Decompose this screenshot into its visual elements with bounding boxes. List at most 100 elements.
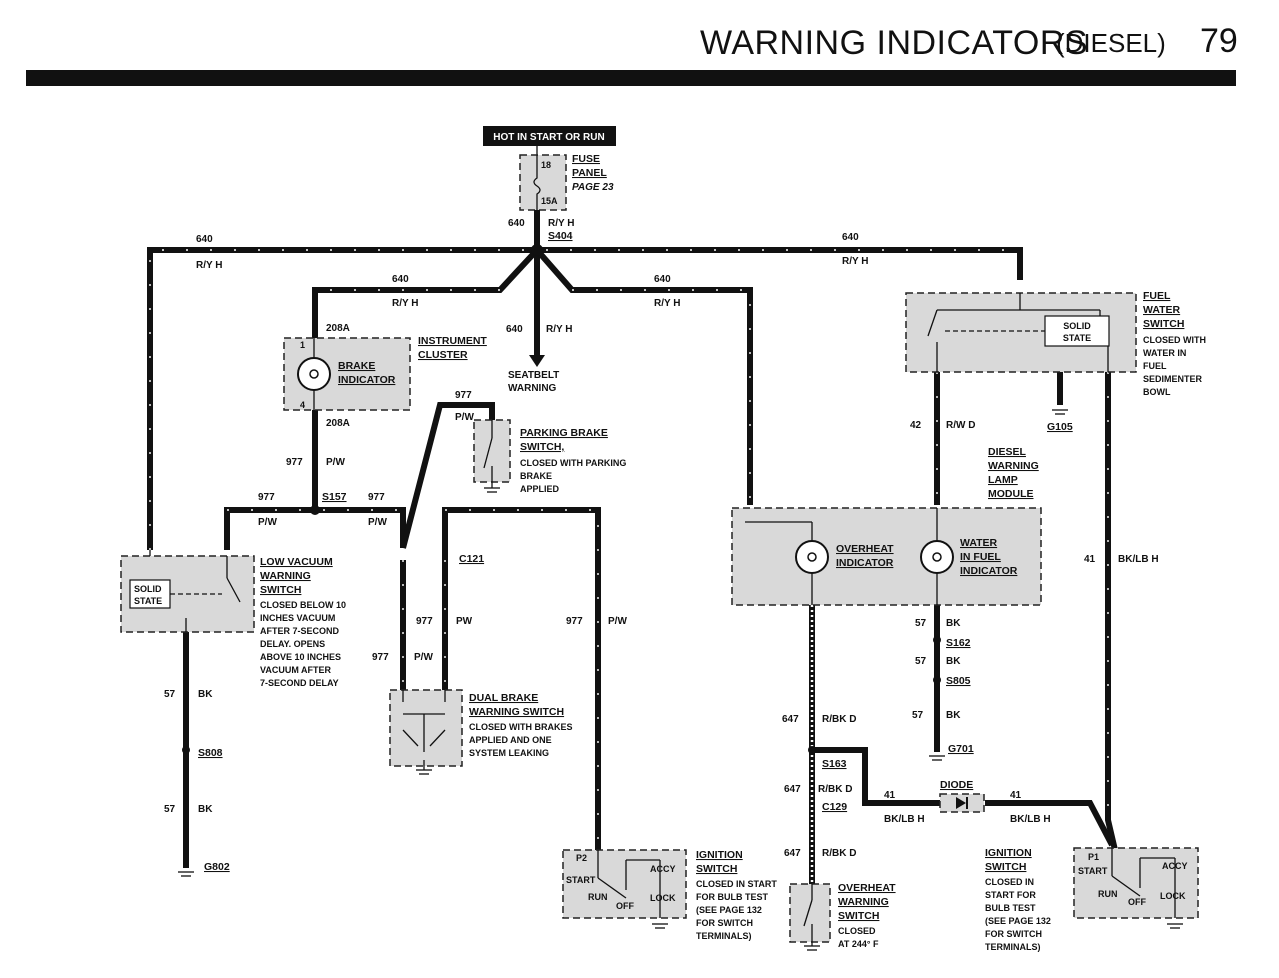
svg-text:BULB TEST: BULB TEST xyxy=(985,903,1036,913)
svg-text:640: 640 xyxy=(842,232,859,243)
svg-text:OVERHEAT: OVERHEAT xyxy=(838,882,896,894)
svg-text:START: START xyxy=(1078,866,1108,876)
svg-text:WATER: WATER xyxy=(960,537,998,549)
svg-text:FUEL: FUEL xyxy=(1143,290,1171,302)
svg-text:TERMINALS): TERMINALS) xyxy=(696,931,752,941)
svg-text:BK/LB H: BK/LB H xyxy=(884,814,925,825)
svg-text:IN FUEL: IN FUEL xyxy=(960,551,1001,563)
svg-text:CLUSTER: CLUSTER xyxy=(418,349,468,361)
svg-text:640: 640 xyxy=(508,218,525,229)
svg-text:208A: 208A xyxy=(326,323,350,334)
svg-text:57: 57 xyxy=(912,710,924,721)
svg-text:BRAKE: BRAKE xyxy=(338,360,375,372)
svg-text:LOW VACUUM: LOW VACUUM xyxy=(260,556,333,568)
diesel-warning-lamp-module: DIESEL WARNING LAMP MODULE OVERHEAT INDI… xyxy=(731,446,1042,606)
splice-s163 xyxy=(808,746,816,754)
svg-text:WATER IN: WATER IN xyxy=(1143,348,1186,358)
svg-text:DUAL BRAKE: DUAL BRAKE xyxy=(469,692,538,704)
svg-text:R/BK D: R/BK D xyxy=(822,714,856,725)
svg-text:C129: C129 xyxy=(822,801,847,813)
seatbelt-label-2: WARNING xyxy=(508,383,557,394)
svg-text:STATE: STATE xyxy=(1063,333,1091,343)
svg-text:P1: P1 xyxy=(1088,852,1099,862)
svg-text:G701: G701 xyxy=(948,743,974,755)
svg-text:S805: S805 xyxy=(946,675,971,687)
svg-text:SEDIMENTER: SEDIMENTER xyxy=(1143,374,1203,384)
svg-text:C121: C121 xyxy=(459,553,484,565)
page-subtitle: (DIESEL) xyxy=(1056,28,1166,58)
svg-text:G802: G802 xyxy=(204,861,230,873)
svg-text:647: 647 xyxy=(784,848,801,859)
svg-text:BK: BK xyxy=(946,710,961,721)
svg-text:FOR BULB TEST: FOR BULB TEST xyxy=(696,892,768,902)
svg-text:TERMINALS): TERMINALS) xyxy=(985,942,1041,952)
page-title: WARNING INDICATORS xyxy=(700,24,1088,62)
svg-text:DIODE: DIODE xyxy=(940,779,973,791)
svg-text:OFF: OFF xyxy=(616,901,634,911)
seatbelt-arrow xyxy=(529,355,545,367)
svg-text:S163: S163 xyxy=(822,758,847,770)
svg-text:FOR SWITCH: FOR SWITCH xyxy=(985,929,1042,939)
svg-text:P/W: P/W xyxy=(326,457,345,468)
svg-text:P/W: P/W xyxy=(608,616,627,627)
svg-text:208A: 208A xyxy=(326,418,350,429)
svg-text:57: 57 xyxy=(164,804,176,815)
svg-text:WARNING: WARNING xyxy=(838,896,889,908)
svg-text:57: 57 xyxy=(915,618,927,629)
svg-text:57: 57 xyxy=(915,656,927,667)
svg-text:IGNITION: IGNITION xyxy=(985,847,1032,859)
brake-indicator-component: 1 4 BRAKE INDICATOR INSTRUMENT CLUSTER xyxy=(283,335,487,411)
svg-text:SWITCH: SWITCH xyxy=(838,910,879,922)
svg-text:START: START xyxy=(566,875,596,885)
svg-text:SYSTEM LEAKING: SYSTEM LEAKING xyxy=(469,748,549,758)
svg-text:WARNING: WARNING xyxy=(260,570,311,582)
svg-text:977: 977 xyxy=(566,616,583,627)
fuel-water-switch: SOLID STATE G105 FUEL WATER SWITCH CLOSE… xyxy=(905,290,1206,433)
ground-g802: G802 xyxy=(178,861,230,877)
svg-text:R/Y H: R/Y H xyxy=(654,298,681,309)
svg-text:42: 42 xyxy=(910,420,922,431)
ignition-switch-p2: P2 START RUN OFF ACCY LOCK IGNITION SWIT… xyxy=(562,849,777,941)
svg-text:CLOSED: CLOSED xyxy=(838,926,876,936)
svg-text:BK: BK xyxy=(946,656,961,667)
svg-text:41: 41 xyxy=(1010,790,1022,801)
svg-text:INDICATOR: INDICATOR xyxy=(960,565,1018,577)
svg-text:IGNITION: IGNITION xyxy=(696,849,743,861)
svg-text:DELAY. OPENS: DELAY. OPENS xyxy=(260,639,325,649)
svg-text:977: 977 xyxy=(368,492,385,503)
svg-text:R/W D: R/W D xyxy=(946,420,975,431)
svg-text:FUEL: FUEL xyxy=(1143,361,1167,371)
splice-s805 xyxy=(933,676,941,684)
svg-text:(SEE PAGE 132: (SEE PAGE 132 xyxy=(696,905,762,915)
svg-text:ACCY: ACCY xyxy=(650,864,676,874)
svg-text:S157: S157 xyxy=(322,491,347,503)
svg-text:SWITCH,: SWITCH, xyxy=(520,441,564,453)
svg-text:P/W: P/W xyxy=(258,517,277,528)
svg-text:BK/LB H: BK/LB H xyxy=(1118,554,1159,565)
splice-s808 xyxy=(182,746,190,754)
svg-text:640: 640 xyxy=(392,274,409,285)
svg-text:DIESEL: DIESEL xyxy=(988,446,1027,458)
svg-text:1: 1 xyxy=(300,340,305,350)
splice-s157 xyxy=(310,505,320,515)
ignition-switch-p1: IGNITION SWITCH CLOSED IN START FOR BULB… xyxy=(985,847,1199,952)
svg-text:SWITCH: SWITCH xyxy=(696,863,737,875)
svg-text:(SEE PAGE 132: (SEE PAGE 132 xyxy=(985,916,1051,926)
svg-text:41: 41 xyxy=(1084,554,1096,565)
svg-text:P2: P2 xyxy=(576,853,587,863)
svg-text:START FOR: START FOR xyxy=(985,890,1036,900)
svg-text:APPLIED AND ONE: APPLIED AND ONE xyxy=(469,735,552,745)
svg-text:SWITCH: SWITCH xyxy=(985,861,1026,873)
svg-text:PW: PW xyxy=(456,616,473,627)
svg-text:977: 977 xyxy=(258,492,275,503)
svg-text:SWITCH: SWITCH xyxy=(260,584,301,596)
splice-s404 xyxy=(531,244,543,256)
svg-text:LOCK: LOCK xyxy=(650,893,676,903)
svg-text:BK: BK xyxy=(198,804,213,815)
svg-text:LAMP: LAMP xyxy=(988,474,1018,486)
svg-text:R/Y H: R/Y H xyxy=(548,218,575,229)
svg-text:CLOSED IN START: CLOSED IN START xyxy=(696,879,777,889)
fuse-number: 18 xyxy=(541,160,551,170)
svg-text:CLOSED BELOW 10: CLOSED BELOW 10 xyxy=(260,600,346,610)
